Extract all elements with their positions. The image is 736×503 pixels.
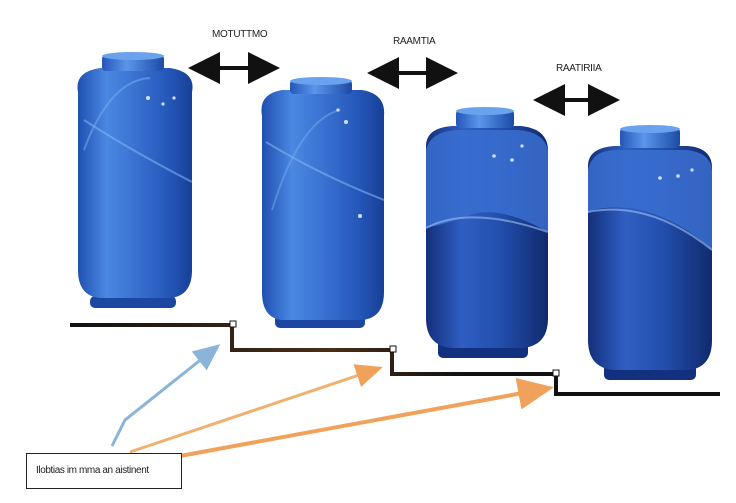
tank-2 xyxy=(261,77,385,328)
spacing-label-3: RAATIRIIA xyxy=(556,63,602,74)
spacing-label-1: MOTUTTMO xyxy=(212,29,268,40)
tank-4 xyxy=(587,125,713,380)
blue-pointer-arrow xyxy=(110,344,221,447)
caption-text: Ilobtias im mma an aistinent xyxy=(36,465,149,476)
tank-3 xyxy=(425,107,549,358)
caption-box: Ilobtias im mma an aistinent xyxy=(26,453,182,489)
orange-pointer-arrow-2 xyxy=(179,378,554,458)
tank-1 xyxy=(77,52,193,308)
spacing-label-2: RAAMTIA xyxy=(393,36,436,47)
orange-pointer-arrow-1 xyxy=(129,364,383,454)
stair-step-line xyxy=(70,323,720,396)
